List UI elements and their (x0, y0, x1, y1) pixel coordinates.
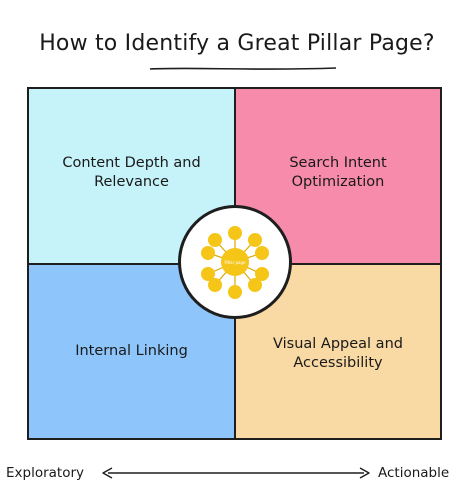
quadrant-label: Visual Appeal and Accessibility (273, 335, 403, 371)
pillar-cluster-hub: Pillar page (178, 205, 292, 319)
quadrant-label: Internal Linking (75, 343, 188, 359)
axis-label-actionable: Actionable (378, 465, 450, 481)
double-arrow-icon (102, 467, 370, 479)
hub-center-label: Pillar page (224, 260, 246, 265)
page-title: How to Identify a Great Pillar Page? (39, 31, 435, 56)
axis-label-exploratory: Exploratory (6, 465, 85, 481)
pillar-cluster-icon: Pillar page (201, 226, 269, 299)
quadrant-label: Search Intent Optimization (289, 155, 387, 190)
quadrant-label: Content Depth and Relevance (62, 155, 201, 190)
quadrant-content-depth: Content Depth and Relevance (27, 87, 236, 265)
title-underline (149, 67, 337, 70)
